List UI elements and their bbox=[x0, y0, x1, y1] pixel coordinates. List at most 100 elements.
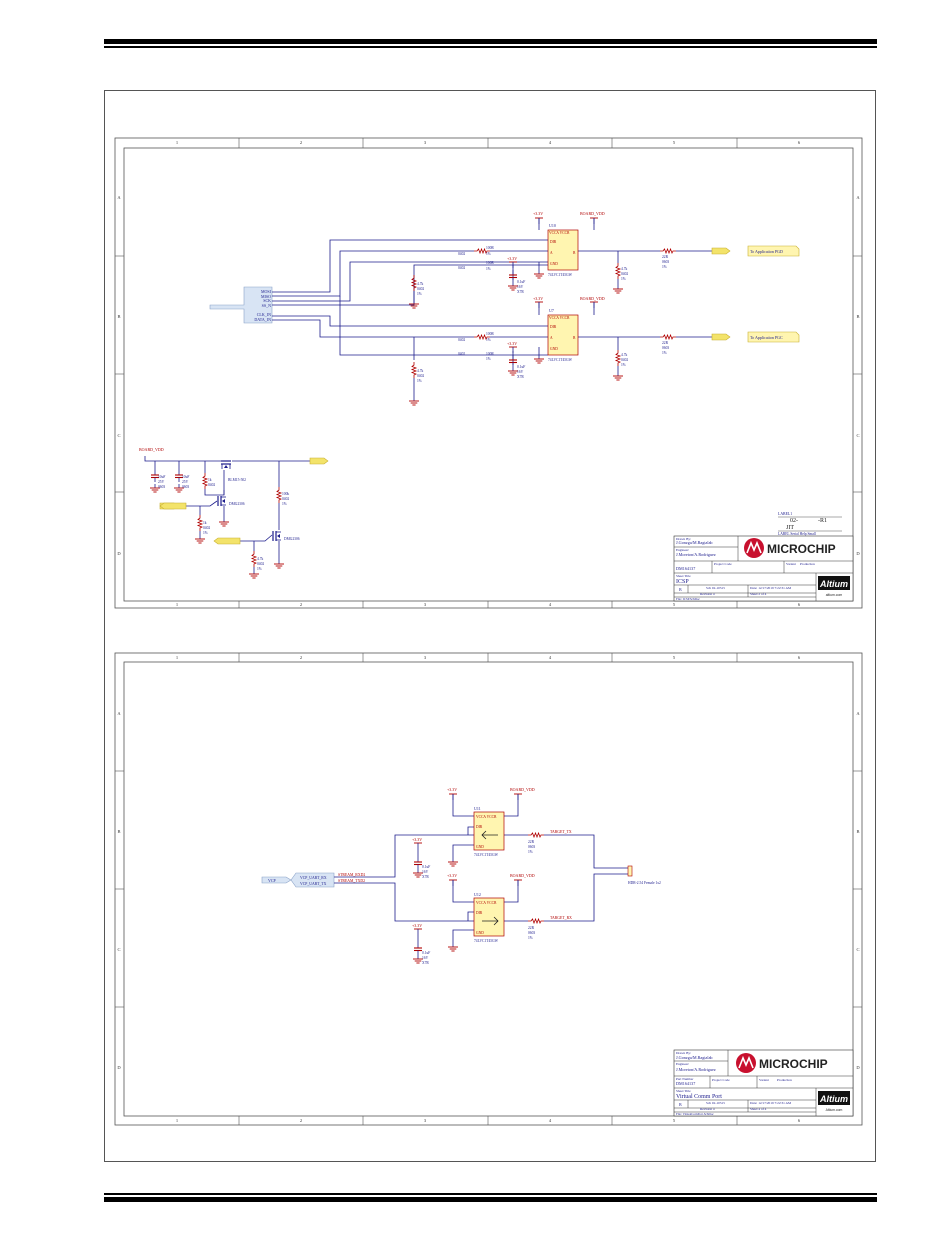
u7-a: A bbox=[550, 336, 553, 340]
r-4k7-5-pkg: 0402 bbox=[257, 562, 264, 566]
r-100r-1: 100R bbox=[486, 246, 494, 250]
u11-ref: U11 bbox=[474, 806, 481, 811]
s2-c2-d: X7R bbox=[422, 961, 429, 965]
s2-c2-v: 16V bbox=[422, 956, 429, 960]
s2-grid-row-a: A bbox=[117, 711, 121, 716]
r-4k7-4: 4.7k bbox=[417, 369, 423, 373]
grid-col-2: 2 bbox=[300, 140, 302, 145]
net-vcp: VCP bbox=[268, 878, 277, 883]
s2-grid-row-b-right: B bbox=[856, 829, 859, 834]
label-line4: LABEL Serial Help Small bbox=[778, 532, 816, 536]
label-box: LABEL1 02- -R1 JIT LABEL Serial Help Sma… bbox=[778, 512, 842, 536]
u11-vcc: VCCA VCCB bbox=[476, 815, 497, 819]
net-sck: SCK bbox=[263, 298, 271, 303]
tool-site-1: altium.com bbox=[826, 593, 843, 597]
r-100r-2: 100R bbox=[486, 261, 494, 265]
tb1-date: Date: 12/17/2019 7:22:31 AM bbox=[750, 586, 791, 590]
tb2-date: Date: 12/17/2019 7:22:31 AM bbox=[750, 1101, 791, 1105]
s2-grid-col-2-bottom: 2 bbox=[300, 1118, 302, 1123]
net-stream-tx: STREAM_TXD2 bbox=[338, 879, 365, 883]
label-line1: 02- bbox=[790, 518, 798, 524]
tb1-size: B bbox=[679, 587, 682, 592]
r-22r-1: 22R bbox=[662, 255, 669, 259]
grid-row-a: A bbox=[117, 195, 121, 200]
s2-grid-col-1-bottom: 1 bbox=[176, 1118, 178, 1123]
u7-dir: DIR bbox=[550, 325, 557, 329]
board-vdd-u7: BOARD_VDD bbox=[580, 296, 605, 301]
q1-label: BLM15-502 bbox=[228, 478, 246, 482]
r-100r-1-pkg: 0402 bbox=[458, 252, 465, 256]
r-100r-4-tol: 1% bbox=[486, 357, 491, 361]
sheet2-power: +3.3V BOARD_VDD +3.3V BOARD_VDD +3.3V +3… bbox=[412, 787, 661, 965]
sheet1-power-symbols: +3.3V BOARD_VDD +3.3V BOARD_VDD +3.3V +3… bbox=[507, 211, 605, 354]
sheet2-wires bbox=[334, 794, 628, 943]
c-100n-2-v: 16V bbox=[517, 370, 524, 374]
tb2-file: File: VirtualComPort.SchDoc bbox=[676, 1112, 714, 1116]
board-vdd-u10: BOARD_VDD bbox=[580, 211, 605, 216]
r-4k7-2-pkg: 0402 bbox=[621, 358, 628, 362]
s2-r1-tol: 1% bbox=[528, 850, 533, 854]
s2-grid-row-d: D bbox=[117, 1065, 121, 1070]
c-100n-1: 0.1uF bbox=[517, 280, 525, 284]
tb1-file: File: ICSP.SchDoc bbox=[676, 597, 700, 601]
r-100k-pkg: 0402 bbox=[282, 497, 289, 501]
s2-grid-col-3: 3 bbox=[424, 655, 427, 660]
tb2-proj-label: Project Code bbox=[712, 1078, 730, 1082]
u12-ref: U12 bbox=[474, 892, 481, 897]
s2-c1-d: X7R bbox=[422, 875, 429, 879]
tb2-drawn-label: Drawn By: bbox=[676, 1051, 691, 1055]
grid-col-6: 6 bbox=[798, 140, 801, 145]
s2-grid-col-1: 1 bbox=[176, 655, 178, 660]
tb2-variant-label: Variant bbox=[759, 1078, 769, 1082]
tb2-part-label: Part Number bbox=[676, 1077, 694, 1081]
footer-rule-thick bbox=[104, 1197, 877, 1202]
r-4k7-2: 4.7k bbox=[621, 353, 627, 357]
sheet-1: 1 2 3 4 5 6 1 2 3 4 5 6 A B C D A B C D … bbox=[114, 137, 863, 609]
tool-site-2: Altium.com bbox=[826, 1108, 843, 1112]
grid-col-3: 3 bbox=[424, 140, 427, 145]
net-clk-in: CLK_IN bbox=[257, 312, 271, 317]
grid-col-4: 4 bbox=[549, 140, 552, 145]
tb1-sheet-title: ICSP bbox=[676, 579, 689, 585]
pwr-3v3-c-u10: +3.3V bbox=[507, 256, 517, 261]
s2-grid-row-a-right: A bbox=[856, 711, 860, 716]
r-4k7-3-pkg: 0402 bbox=[417, 287, 424, 291]
s2-r2-tol: 1% bbox=[528, 936, 533, 940]
s2-pwr-3v3-c2: +3.3V bbox=[412, 923, 422, 928]
s2-r1-val: 22R bbox=[528, 840, 535, 844]
u11-part: 74LVC1T45GW bbox=[474, 853, 499, 857]
r-100r-3: 100R bbox=[486, 332, 494, 336]
c-10u-1-pkg: 0603 bbox=[158, 485, 165, 489]
pwr-3v3-u10: +3.3V bbox=[533, 211, 543, 216]
spi-harness-port: MOSI MISO SCK SS_N CLK_IN DATA_IN bbox=[209, 286, 273, 324]
r-22r-1-pkg: 0603 bbox=[662, 260, 669, 264]
r-22r-2-tol: 1% bbox=[662, 351, 667, 355]
r-1k-2: 1k bbox=[203, 521, 207, 525]
net-vcp-rx: VCP_UART_RX bbox=[300, 876, 327, 880]
s2-pwr-3v3-c1: +3.3V bbox=[412, 837, 422, 842]
s2-r2-pkg: 0603 bbox=[528, 931, 535, 935]
tb2-size: B bbox=[679, 1102, 682, 1107]
tb2-eng: J.Moreton/A.Rodriguez bbox=[676, 1067, 716, 1072]
figure-frame bbox=[104, 90, 876, 1162]
u10-vcc: VCCA VCCB bbox=[549, 231, 570, 235]
net-ss: SS_N bbox=[262, 303, 271, 308]
r-100r-2-tol: 1% bbox=[486, 267, 491, 271]
altium-logo-2: Altium Altium.com bbox=[818, 1091, 850, 1112]
u7-gnd: GND bbox=[550, 347, 558, 351]
grid-col-1-bottom: 1 bbox=[176, 602, 178, 607]
label-line3: JIT bbox=[786, 525, 794, 531]
tool-text-2: Altium bbox=[819, 1094, 848, 1104]
u10-translator: U10 VCCA VCCB DIR A B GND 74LVC1T45GW bbox=[547, 223, 579, 277]
grid-col-3-bottom: 3 bbox=[424, 602, 427, 607]
u12-dir: DIR bbox=[476, 911, 483, 915]
c-100n-2: 0.1uF bbox=[517, 365, 525, 369]
tool-text-1: Altium bbox=[819, 579, 848, 589]
footer-rule-thin bbox=[104, 1193, 877, 1195]
s2-grid-row-b: B bbox=[117, 829, 120, 834]
r-100r-3-tol: 1% bbox=[486, 338, 491, 342]
c-10u-2-v: 25V bbox=[182, 480, 189, 484]
brand-text-1: MICROCHIP bbox=[767, 542, 836, 556]
output-ports-sheet1: To Application PGD To Application PGC bbox=[711, 245, 800, 343]
s2-grid-col-2: 2 bbox=[300, 655, 302, 660]
